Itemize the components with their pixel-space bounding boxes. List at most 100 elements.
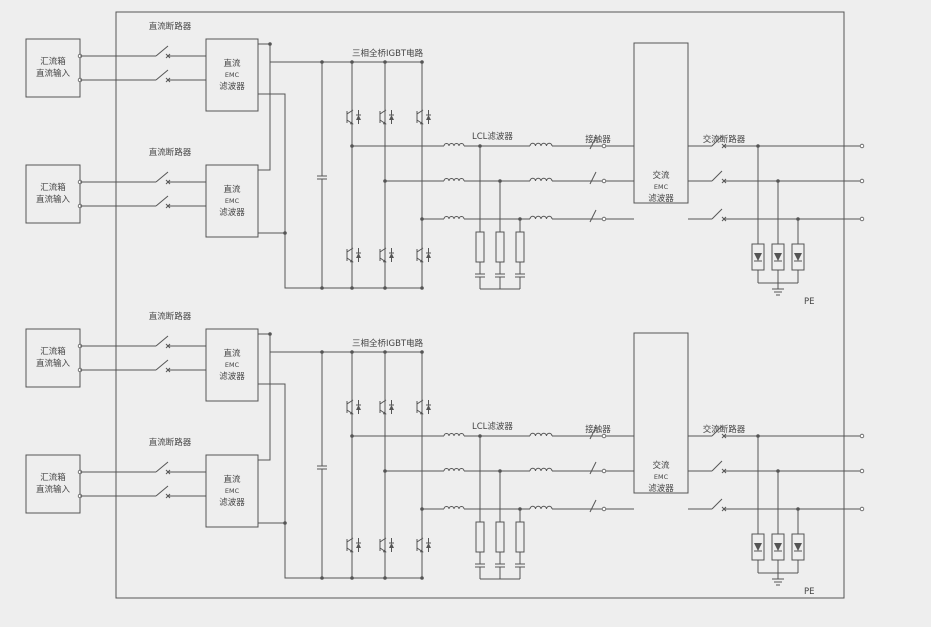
breaker-contact-x — [165, 53, 171, 59]
igbt-arrow — [420, 121, 424, 125]
dc-breaker-label: 直流断路器 — [149, 21, 192, 32]
inductor — [529, 505, 553, 510]
igbt-arrow — [350, 259, 354, 263]
ac-emc-label: EMC — [654, 183, 669, 191]
igbt-arrow — [420, 259, 424, 263]
switch-blade — [155, 461, 169, 473]
x-stroke — [165, 77, 171, 83]
inductor — [443, 178, 465, 182]
lcl-filter-label: LCL滤波器 — [472, 421, 513, 432]
dc-input-label: 直流输入 — [36, 484, 71, 495]
surge-protector — [791, 243, 805, 271]
switch-blade — [711, 460, 723, 472]
switch-blade — [589, 136, 597, 150]
diode — [356, 253, 361, 258]
lcl-filter-label: LCL滤波器 — [472, 131, 513, 142]
combiner-box-label: 汇流箱 — [40, 472, 66, 483]
igbt-arrow — [420, 411, 424, 415]
dc-emc-label: 直流 — [223, 184, 241, 195]
switch-blade — [155, 485, 169, 497]
dc-emc-label: 滤波器 — [219, 207, 245, 218]
switch-blade — [155, 359, 169, 371]
igbt-collector — [379, 537, 387, 543]
terminal — [601, 216, 607, 222]
dc-negative-bus — [258, 383, 422, 579]
combiner-box-label: 汇流箱 — [40, 182, 66, 193]
dc-input-label: 直流输入 — [36, 68, 71, 79]
terminal — [859, 433, 865, 439]
terminal — [859, 506, 865, 512]
junction-dot — [350, 286, 354, 290]
diode — [426, 253, 431, 258]
junction-dot — [350, 350, 354, 354]
terminal — [859, 143, 865, 149]
ac-emc-label: 滤波器 — [648, 483, 674, 494]
breaker-contact-x — [165, 469, 171, 475]
breaker-contact-x — [165, 77, 171, 83]
inductor — [529, 467, 553, 472]
junction-dot — [383, 576, 387, 580]
junction-dot — [350, 60, 354, 64]
pe-label: PE — [804, 587, 815, 597]
junction-dot — [776, 179, 780, 183]
dc-emc-label: 滤波器 — [219, 371, 245, 382]
junction-dot — [756, 434, 760, 438]
x-stroke — [165, 179, 171, 185]
dc-emc-label: EMC — [225, 197, 240, 205]
switch-blade — [711, 498, 723, 510]
dc-emc-label: 直流 — [223, 474, 241, 485]
inverter-section-2: 三相全桥IGBT电路LCL滤波器接触器交流EMC滤波器交流断路器PE — [258, 332, 865, 597]
diode — [356, 115, 361, 120]
dc-emc-label: EMC — [225, 361, 240, 369]
spd-arrow — [794, 253, 802, 261]
resistor — [515, 231, 525, 263]
ac-breaker-label: 交流断路器 — [703, 134, 746, 145]
diode — [389, 405, 394, 410]
inductor — [529, 215, 553, 220]
combiner-box — [25, 328, 81, 388]
ac-emc-filter — [633, 42, 689, 204]
switch-blade — [711, 425, 723, 437]
diode — [356, 543, 361, 548]
junction-dot — [420, 350, 424, 354]
igbt-arrow — [350, 121, 354, 125]
ac-emc-label: EMC — [654, 473, 669, 481]
combiner-box-label: 汇流箱 — [40, 56, 66, 67]
igbt-arrow — [420, 549, 424, 553]
dc-negative-bus — [258, 93, 422, 289]
x-stroke — [165, 53, 171, 59]
inductor — [443, 468, 465, 472]
spd-arrow — [794, 543, 802, 551]
igbt-collector — [346, 109, 354, 115]
terminal — [601, 178, 607, 184]
x-stroke — [165, 493, 171, 499]
igbt-switch — [379, 537, 394, 553]
combiner-box-label: 汇流箱 — [40, 346, 66, 357]
dc-breaker-label: 直流断路器 — [149, 437, 192, 448]
inductor — [529, 142, 553, 147]
igbt-arrow — [383, 259, 387, 263]
igbt-switch — [346, 399, 361, 415]
igbt-arrow — [383, 411, 387, 415]
x-stroke — [165, 343, 171, 349]
junction-dot — [383, 350, 387, 354]
dc-emc-label: 直流 — [223, 348, 241, 359]
junction-dot — [383, 286, 387, 290]
igbt-arrow — [350, 411, 354, 415]
resistor — [475, 231, 485, 263]
combiner-box — [25, 454, 81, 514]
surge-protector — [751, 243, 765, 271]
igbt-collector — [346, 537, 354, 543]
combiner-box — [25, 164, 81, 224]
junction-dot — [796, 507, 800, 511]
junction-dot — [756, 144, 760, 148]
igbt-arrow — [383, 549, 387, 553]
switch-blade — [711, 170, 723, 182]
igbt-collector — [416, 109, 424, 115]
spd-arrow — [754, 543, 762, 551]
junction-dot — [268, 332, 272, 336]
switch-blade — [589, 426, 597, 440]
